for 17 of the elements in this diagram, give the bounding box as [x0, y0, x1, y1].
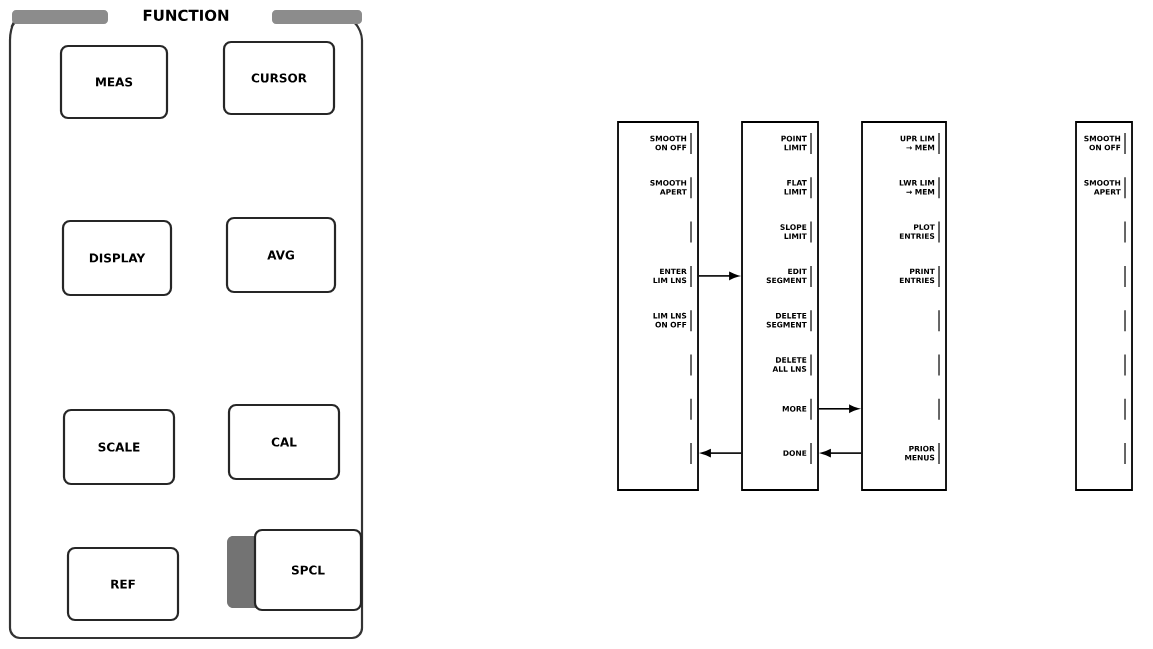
softkey-menu-column	[741, 121, 819, 491]
softkey-menu-column	[617, 121, 699, 491]
softkey-menu-column	[861, 121, 947, 491]
function-key: MEAS	[59, 44, 169, 120]
arrow	[701, 449, 742, 457]
node-label: FUNCTION	[143, 9, 229, 21]
arrow	[818, 404, 859, 413]
function-key: DISPLAY	[61, 219, 173, 297]
softkey-menu-column	[1075, 121, 1133, 491]
function-key: SCALE	[62, 408, 176, 486]
function-key: CAL	[227, 403, 341, 481]
function-key: REF	[66, 546, 180, 622]
function-key: CURSOR	[222, 40, 336, 116]
arrow	[698, 272, 739, 280]
function-key: SPCL	[227, 528, 363, 612]
arrow	[821, 449, 862, 457]
function-key: AVG	[225, 216, 337, 294]
